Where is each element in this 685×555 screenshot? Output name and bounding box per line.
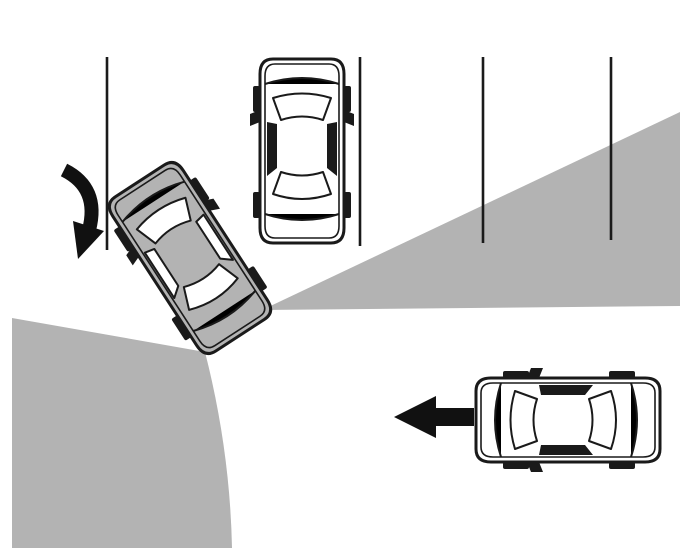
wheel — [503, 371, 529, 378]
side-window-left — [539, 445, 593, 455]
mirror-left — [126, 246, 139, 266]
wheel — [253, 86, 260, 112]
wheel — [190, 177, 210, 202]
side-window-right — [195, 213, 234, 261]
rear-bumper-line — [193, 290, 257, 332]
car-wheels — [253, 86, 351, 218]
parked-car — [250, 57, 354, 245]
reverse-path-arrow — [60, 163, 104, 259]
mirror-right — [344, 110, 354, 126]
wheel — [253, 192, 260, 218]
windshield — [272, 92, 332, 121]
rear-window — [272, 171, 332, 200]
rear-bumper-line — [264, 213, 340, 221]
mirror-right — [202, 198, 220, 211]
wheel — [609, 371, 635, 378]
detection-zone-right — [262, 112, 680, 310]
wheel — [609, 462, 635, 469]
car-wheels — [503, 371, 635, 469]
windshield — [509, 390, 538, 450]
mirror-left — [527, 462, 543, 472]
car-body-inner-line — [480, 382, 656, 458]
rear-window — [588, 390, 617, 450]
reverse-arrow-head — [73, 221, 104, 259]
car-wheels — [114, 177, 267, 341]
car-body-inner-line — [264, 63, 340, 239]
wheel — [248, 266, 267, 291]
car-body-inner-line — [114, 167, 266, 349]
rear-window — [182, 263, 239, 311]
side-window-right — [327, 122, 337, 176]
reverse-arrow-shaft — [60, 163, 99, 232]
wheel — [172, 316, 191, 341]
windshield — [135, 196, 192, 245]
approach-arrow — [394, 396, 474, 438]
side-window-right — [539, 385, 593, 395]
wheel — [114, 227, 133, 252]
detection-zone-rear-left — [12, 318, 232, 548]
mirror-left — [250, 110, 260, 126]
wheel — [344, 86, 351, 112]
side-window-left — [267, 122, 277, 176]
approaching-car — [474, 368, 662, 472]
rear-bumper-line — [630, 382, 638, 458]
front-bumper-line — [264, 77, 340, 85]
wheel — [344, 192, 351, 218]
front-bumper-line — [494, 382, 502, 458]
front-bumper-line — [121, 180, 185, 223]
reversing-car — [107, 161, 273, 355]
side-window-left — [143, 247, 180, 300]
wheel — [503, 462, 529, 469]
mirror-right — [527, 368, 543, 378]
car-body — [107, 161, 273, 355]
parking-lines — [105, 57, 613, 250]
